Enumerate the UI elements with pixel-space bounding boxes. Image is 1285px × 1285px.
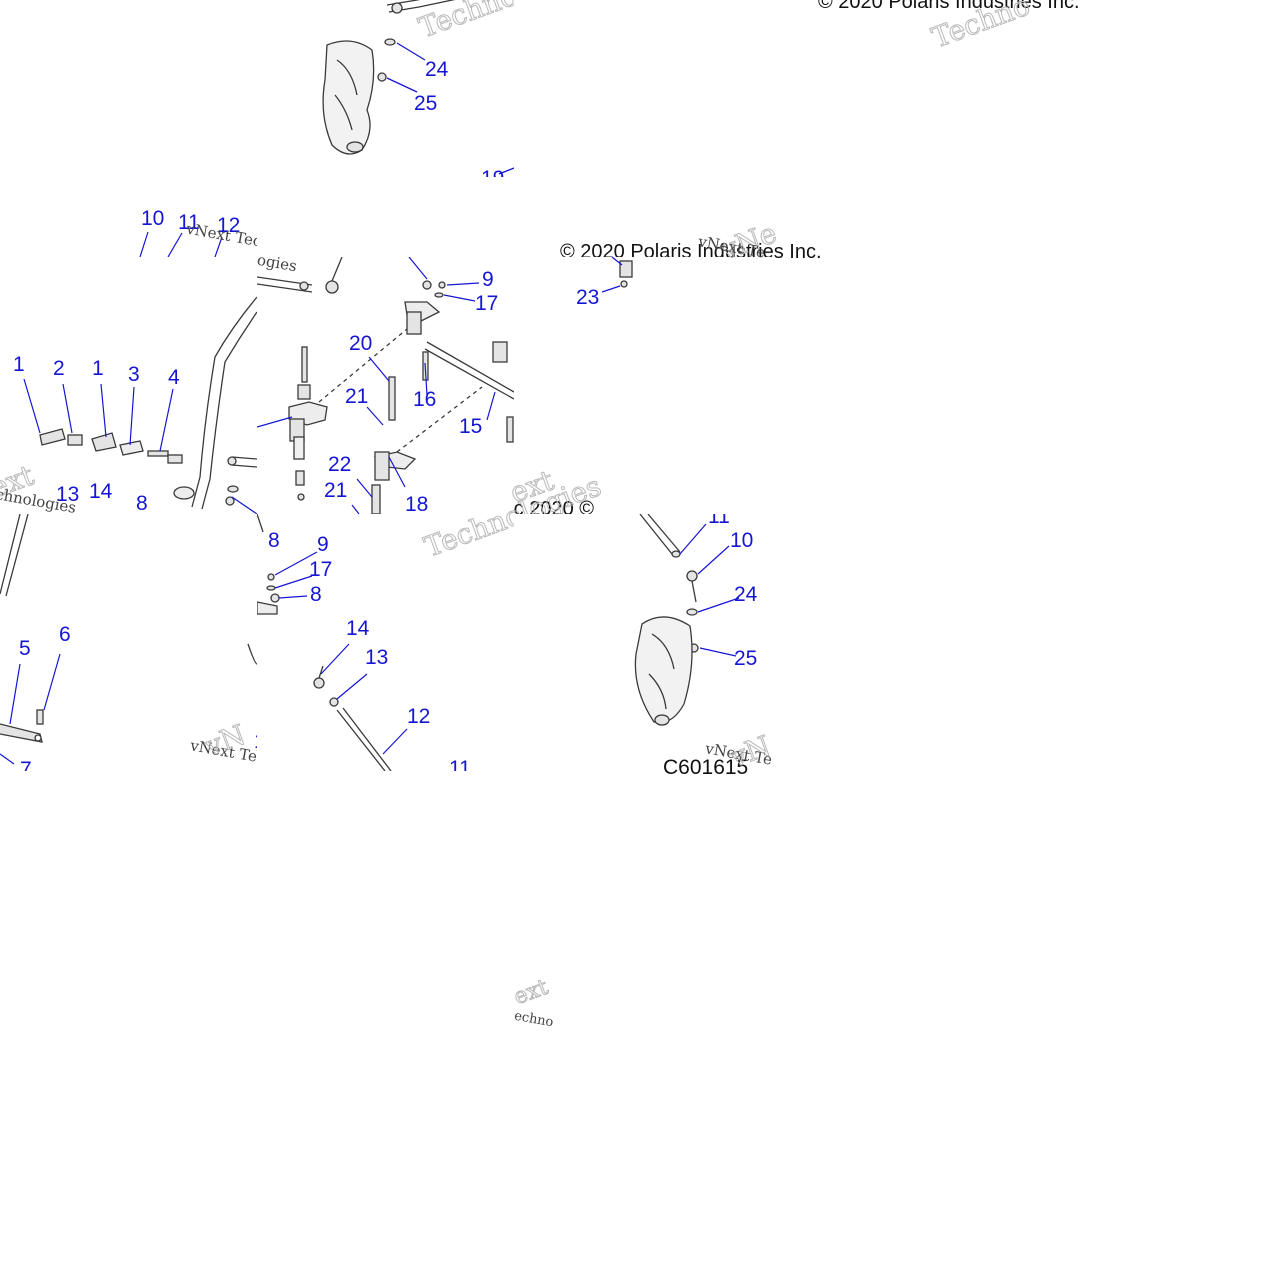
callout-4[interactable]: 4 xyxy=(168,366,180,389)
callout-19[interactable]: 19 xyxy=(481,168,504,177)
callout-21[interactable]: 21 xyxy=(324,479,348,502)
copyright-notice-top: © 2020 Polaris Industries Inc. xyxy=(818,0,1080,13)
callout-8[interactable]: 8 xyxy=(268,529,280,552)
callout-15[interactable]: 15 xyxy=(459,415,483,438)
diagram-tile-lower-link: 8 9 17 8 14 13 12 11 xyxy=(257,514,514,771)
callout-13[interactable]: 13 xyxy=(56,483,80,506)
callout-10[interactable]: 10 xyxy=(141,207,165,230)
callout-16[interactable]: 16 xyxy=(413,388,437,411)
pivot-assembly-drawing xyxy=(257,257,514,514)
diagram-tile-column-parts: 1 2 1 3 4 13 14 8 ext chnologies xyxy=(0,257,257,514)
callout-6[interactable]: 6 xyxy=(59,623,71,646)
diagram-tile-knuckle-top: 24 25 19 Techno xyxy=(257,0,514,177)
callout-1[interactable]: 1 xyxy=(13,353,25,376)
callout-2[interactable]: 2 xyxy=(53,357,65,380)
callout-18[interactable]: 18 xyxy=(405,493,429,514)
diagram-tile-tie-rod: 5 6 7 16 vNext Te vN xyxy=(0,514,257,771)
callout-5[interactable]: 5 xyxy=(19,637,31,660)
callout-9[interactable]: 9 xyxy=(317,533,329,556)
callout-25[interactable]: 25 xyxy=(414,92,438,115)
knuckle-right-drawing xyxy=(634,514,740,726)
diagram-tile-bushing: 23 xyxy=(514,257,771,317)
diagram-tile-column-top: 10 11 12 vNext Tec xyxy=(0,200,257,257)
callout-3[interactable]: 3 xyxy=(128,363,140,386)
callout-24[interactable]: 24 xyxy=(425,58,449,81)
callout-20[interactable]: 20 xyxy=(349,332,373,355)
lower-link-drawing xyxy=(257,514,408,771)
callout-12[interactable]: 12 xyxy=(217,214,241,237)
callout-8[interactable]: 8 xyxy=(310,583,322,606)
callout-11[interactable]: 11 xyxy=(178,211,200,234)
callout-7[interactable]: 7 xyxy=(20,758,32,771)
column-parts-drawing xyxy=(23,296,257,514)
callout-13[interactable]: 13 xyxy=(365,646,389,669)
callout-8[interactable]: 8 xyxy=(136,492,148,514)
callout-16[interactable]: 16 xyxy=(254,731,257,752)
callout-17[interactable]: 17 xyxy=(475,292,499,315)
watermark: echno xyxy=(512,1008,555,1031)
tie-rod-drawing xyxy=(0,514,257,765)
callout-14[interactable]: 14 xyxy=(89,480,113,503)
callout-21[interactable]: 21 xyxy=(345,385,369,408)
knuckle-top-drawing xyxy=(322,0,514,175)
callout-25[interactable]: 25 xyxy=(734,647,758,670)
column-top-drawing xyxy=(139,231,223,257)
callout-10[interactable]: 10 xyxy=(730,529,754,552)
bushing-drawing xyxy=(601,257,633,293)
diagram-tile-knuckle-right: 11 10 24 25 xyxy=(514,514,771,771)
callout-14[interactable]: 14 xyxy=(346,617,370,640)
watermark: ext xyxy=(510,974,552,1011)
callout-24[interactable]: 24 xyxy=(734,583,758,606)
callout-11[interactable]: 11 xyxy=(449,757,471,771)
callout-1[interactable]: 1 xyxy=(92,357,104,380)
callout-17[interactable]: 17 xyxy=(309,558,333,581)
callout-9[interactable]: 9 xyxy=(482,268,494,291)
figure-id: C601615 xyxy=(663,756,749,779)
diagram-tile-pivot-assembly: 9 17 20 21 16 15 22 21 18 ogies xyxy=(257,257,514,514)
callout-11[interactable]: 11 xyxy=(708,514,730,528)
callout-22[interactable]: 22 xyxy=(328,453,352,476)
callout-12[interactable]: 12 xyxy=(407,705,431,728)
callout-23[interactable]: 23 xyxy=(576,286,600,309)
